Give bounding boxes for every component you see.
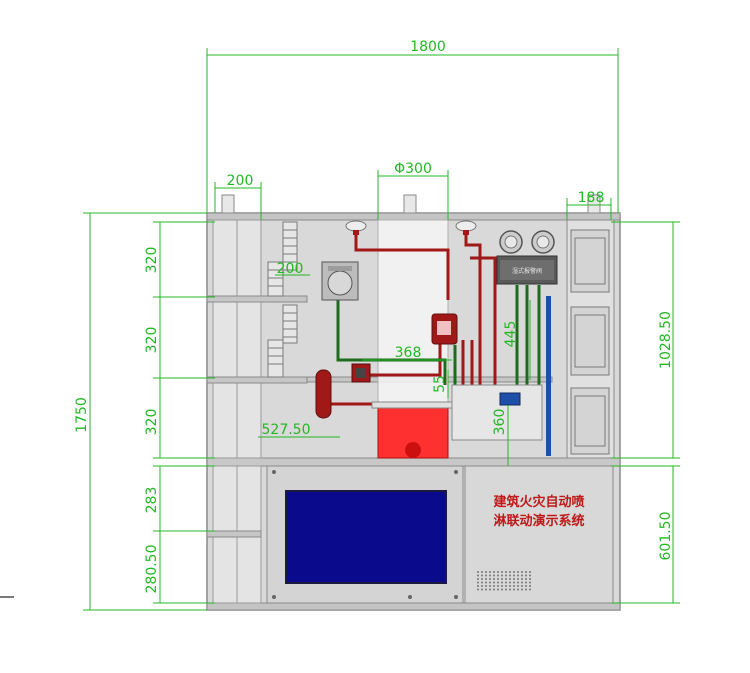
dim-lower-tier-1: 283: [144, 487, 160, 514]
dim-total-height: 1750: [74, 397, 90, 433]
dim-total-width: 1800: [410, 39, 446, 55]
stairs-upper: [267, 221, 298, 297]
alarm-valve-controller: 湿式报警阀: [496, 255, 558, 285]
svg-text:湿式报警阀: 湿式报警阀: [512, 267, 542, 275]
blue-pipe: [546, 296, 551, 456]
signal-valve: [351, 363, 371, 383]
sprinkler-head-right: [455, 220, 477, 235]
dim-tier-3: 320: [144, 409, 160, 436]
dim-tank-height: 360: [492, 409, 508, 436]
pressure-tank: [315, 369, 332, 419]
sprinkler-head-left: [345, 220, 367, 235]
dim-gauge-height: 445: [503, 321, 519, 348]
display-screen: [285, 490, 447, 584]
dimension-lines: [83, 48, 680, 611]
pump-panel: [451, 384, 543, 441]
dim-left-column: 200: [227, 173, 254, 189]
alarm-bell-box: [431, 313, 458, 345]
right-box-3: [570, 387, 610, 455]
top-connector-middle: [403, 194, 417, 214]
dim-tier-2: 320: [144, 327, 160, 354]
dim-lower-tier-2: 280.50: [144, 545, 160, 594]
dim-lower-section: 601.50: [658, 512, 674, 561]
dim-right-column: 188: [578, 190, 605, 206]
title-panel: [464, 465, 614, 604]
right-box-1: [570, 229, 610, 293]
dim-valve-offset: 368: [395, 345, 422, 361]
system-title-line-1: 建筑火灾自动喷: [493, 494, 584, 510]
fire-detector-box: [321, 261, 359, 301]
pressure-gauge-left: [499, 230, 523, 254]
dim-upper-section: 1028.50: [658, 311, 674, 369]
dim-pipe-diameter: Φ300: [394, 161, 432, 177]
pressure-gauge-right: [531, 230, 555, 254]
dim-tier-1: 320: [144, 247, 160, 274]
top-connector-right: [587, 194, 601, 214]
system-title-line-2: 淋联动演示系统: [493, 513, 584, 529]
speaker-grille: [477, 571, 531, 591]
right-box-2: [570, 306, 610, 376]
stairs-lower: [267, 304, 298, 378]
top-connector-left: [221, 194, 235, 214]
dim-pipe-offset: 527.50: [262, 422, 311, 438]
dim-stair-width: 200: [277, 261, 304, 277]
water-tank: [371, 401, 455, 459]
dim-small-height: 55: [432, 375, 448, 393]
